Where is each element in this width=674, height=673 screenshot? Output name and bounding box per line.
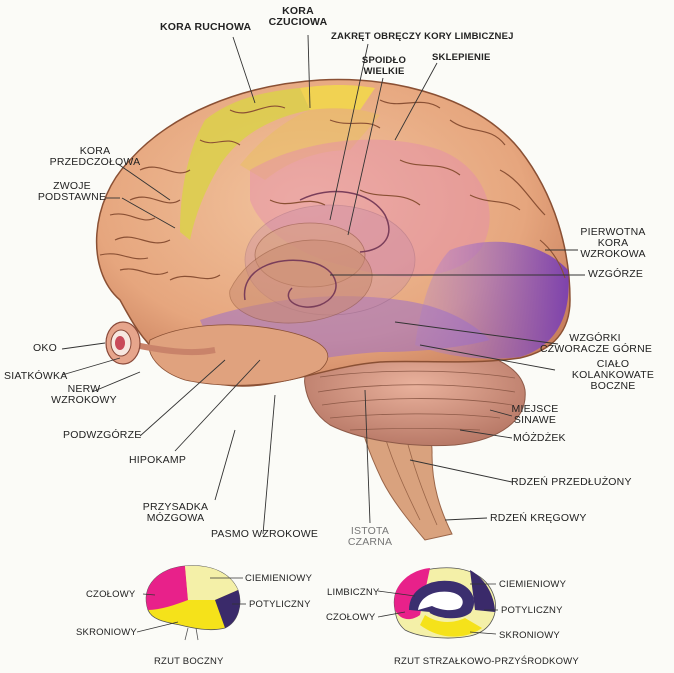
label-mozdzek: MÓŻDŻEK (513, 432, 566, 444)
eye (105, 321, 216, 365)
inset-medial-limbiczny: LIMBICZNY (327, 587, 380, 598)
inset-medial-caption: RZUT STRZAŁKOWO-PRZYŚRODKOWY (394, 656, 579, 667)
inset-lateral-skroniowy: SKRONIOWY (76, 627, 137, 638)
inset-medial-brain (377, 567, 498, 639)
label-oko: OKO (33, 342, 57, 354)
label-hipokamp: HIPOKAMP (129, 454, 187, 466)
inset-medial-skroniowy: SKRONIOWY (499, 630, 560, 641)
inset-lateral-caption: RZUT BOCZNY (154, 656, 224, 667)
leader-lines (61, 34, 585, 535)
label-rdzen-kregowy: RDZEŃ KRĘGOWY (490, 512, 587, 524)
inset-lateral-potyliczny: POTYLICZNY (249, 599, 311, 610)
cerebrum (95, 78, 571, 387)
label-podwzgorze: PODWZGÓRZE (63, 429, 142, 441)
label-siatkowka: SIATKÓWKA (4, 370, 68, 382)
label-zakret-obreczy: ZAKRĘT OBRĘCZY KORY LIMBICZNEJ (331, 31, 514, 42)
inset-lateral-czolowy: CZOŁOWY (86, 589, 136, 600)
label-rdzen-przedluzony: RDZEŃ PRZEDŁUŻONY (511, 476, 632, 488)
label-pasmo-wzrokowe: PASMO WZROKOWE (211, 528, 319, 540)
inset-medial-potyliczny: POTYLICZNY (501, 605, 563, 616)
inset-medial-ciemieniowy: CIEMIENIOWY (499, 579, 567, 590)
inset-medial-czolowy: CZOŁOWY (326, 612, 376, 623)
inset-lateral-ciemieniowy: CIEMIENIOWY (245, 573, 313, 584)
label-sklepienie: SKLEPIENIE (432, 52, 491, 63)
label-kora-ruchowa: KORA RUCHOWA (160, 21, 252, 33)
label-wzgorze: WZGÓRZE (588, 268, 644, 280)
inset-lateral-brain (136, 565, 246, 641)
